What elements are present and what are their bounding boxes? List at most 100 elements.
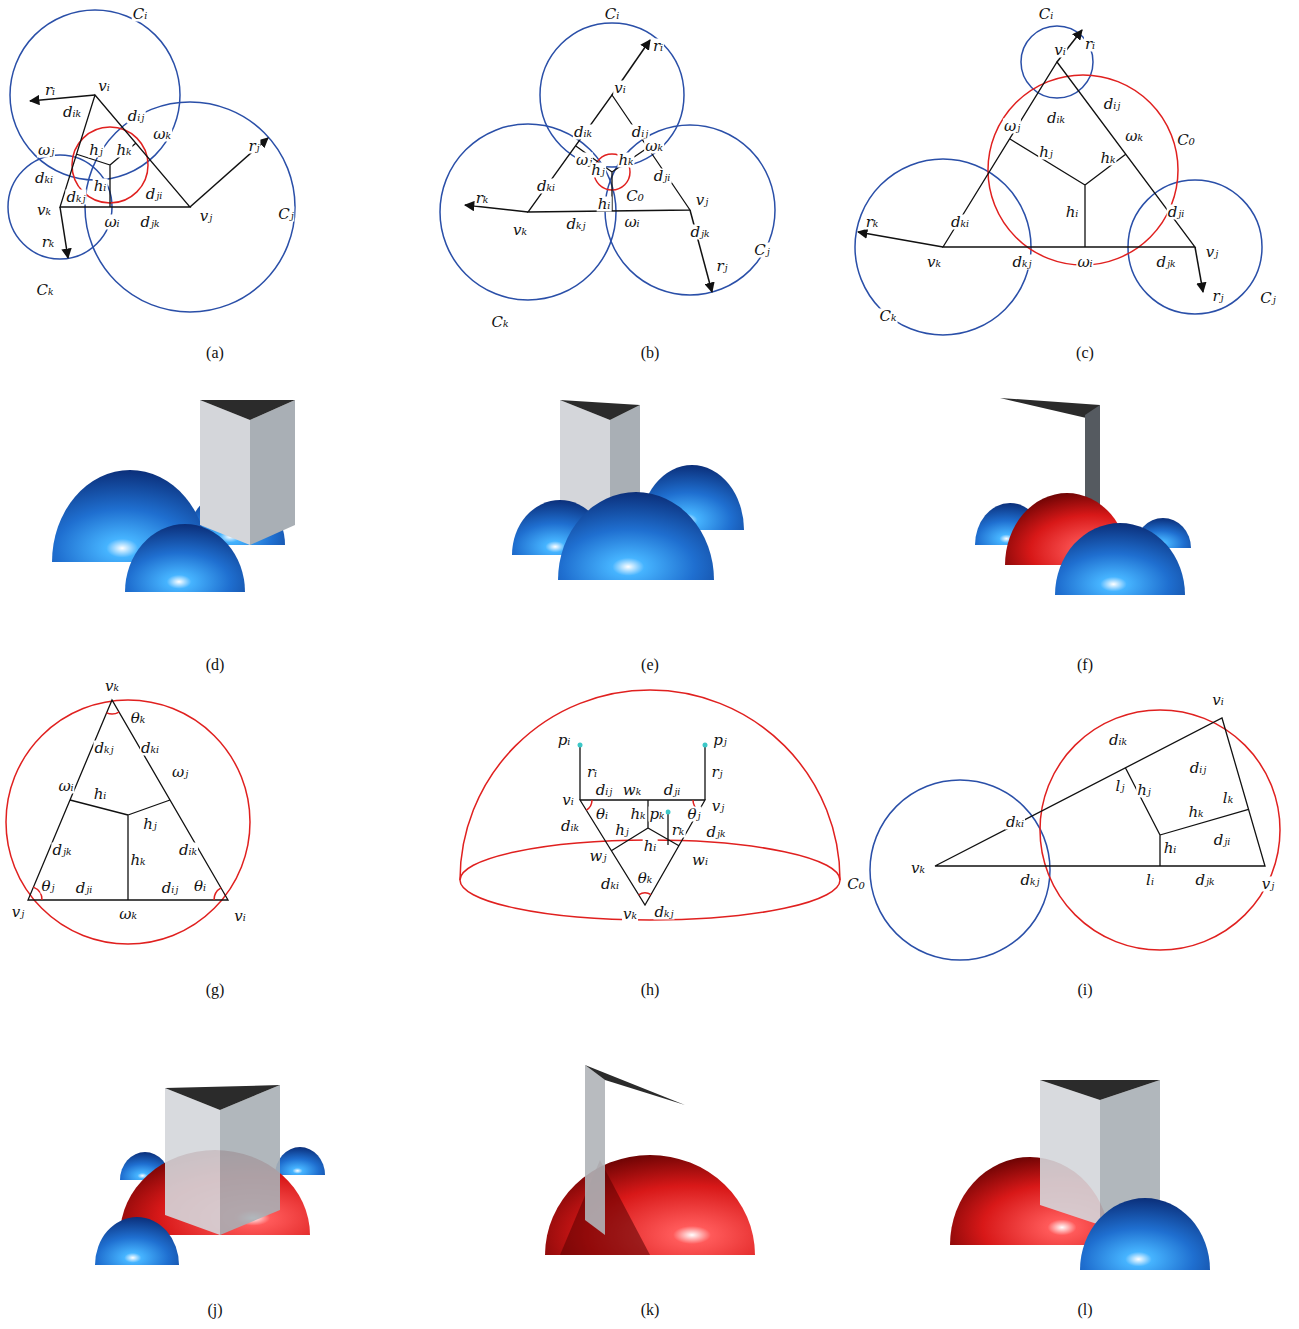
math-label: vₖ bbox=[104, 679, 120, 694]
math-label: dⱼₖ bbox=[1194, 873, 1215, 888]
math-label: rₖ bbox=[671, 823, 686, 838]
math-label: dᵢⱼ bbox=[631, 125, 650, 140]
math-label: vᵢ bbox=[561, 793, 575, 808]
math-label: dₖⱼ bbox=[1019, 873, 1040, 888]
radius-arrow bbox=[690, 210, 712, 292]
math-label: dₖᵢ bbox=[600, 877, 620, 892]
math-label: rᵢ bbox=[586, 765, 598, 780]
math-label: ωₖ bbox=[152, 127, 172, 142]
panel-g-figure bbox=[6, 700, 250, 944]
math-label: ωⱼ bbox=[37, 143, 55, 158]
panel-caption: (c) bbox=[1075, 345, 1095, 361]
prism-face bbox=[165, 1088, 220, 1235]
math-label: dₖⱼ bbox=[1011, 255, 1032, 270]
panel-caption: (b) bbox=[640, 345, 661, 361]
math-label: Cᵢ bbox=[1038, 7, 1055, 22]
prism-face bbox=[220, 1085, 280, 1235]
prism-top bbox=[165, 1085, 280, 1110]
point-dot bbox=[578, 743, 708, 815]
math-label: hₖ bbox=[1187, 805, 1204, 820]
blue-circle bbox=[8, 10, 295, 312]
math-label: hₖ bbox=[629, 807, 646, 822]
math-label: vₖ bbox=[910, 861, 926, 876]
math-label: Cᵢ bbox=[132, 7, 149, 22]
math-label: dᵢⱼ bbox=[1189, 761, 1208, 776]
math-label: wₖ bbox=[622, 783, 642, 798]
math-label: dₖᵢ bbox=[1005, 815, 1025, 830]
triangle-edge bbox=[28, 700, 228, 900]
math-label: rᵢ bbox=[652, 39, 664, 54]
panel-i-figure bbox=[870, 710, 1280, 960]
math-label: rₖ bbox=[41, 235, 56, 250]
radius-arrow bbox=[465, 40, 712, 292]
red-circle bbox=[988, 75, 1178, 265]
math-label: vⱼ bbox=[199, 209, 213, 224]
prism-top bbox=[200, 400, 295, 420]
math-label: ωᵢ bbox=[1076, 255, 1093, 270]
panel-k-render bbox=[545, 1065, 755, 1255]
math-label: hₖ bbox=[115, 143, 132, 158]
math-label: hᵢ bbox=[597, 197, 612, 212]
math-label: dⱼᵢ bbox=[1213, 833, 1232, 848]
math-label: vᵢ bbox=[233, 909, 247, 924]
prism-face bbox=[200, 400, 250, 545]
panel-caption: (l) bbox=[1076, 1302, 1093, 1318]
math-label: hₖ bbox=[129, 853, 146, 868]
math-label: Cⱼ bbox=[277, 207, 294, 222]
math-label: vⱼ bbox=[1205, 245, 1219, 260]
math-label: hₖ bbox=[617, 153, 634, 168]
math-label: ωᵢ bbox=[103, 215, 120, 230]
blue-hemisphere bbox=[558, 492, 714, 580]
red-hemisphere bbox=[545, 1155, 755, 1255]
math-label: dⱼₖ bbox=[51, 843, 72, 858]
math-label: Cᵢ bbox=[604, 7, 621, 22]
math-label: dⱼₖ bbox=[1155, 255, 1176, 270]
panel-caption: (e) bbox=[640, 657, 660, 673]
math-label: dᵢₖ bbox=[1046, 111, 1066, 126]
math-label: rⱼ bbox=[247, 139, 260, 154]
math-label: θⱼ bbox=[687, 807, 702, 822]
math-label: rᵢ bbox=[44, 83, 56, 98]
math-label: Cₖ bbox=[491, 315, 510, 330]
blue-circle bbox=[870, 780, 1050, 960]
math-label: dₖⱼ bbox=[93, 741, 114, 756]
math-label: C₀ bbox=[846, 877, 866, 892]
math-label: hᵢ bbox=[1163, 841, 1178, 856]
math-label: C₀ bbox=[625, 189, 645, 204]
triangle-edge bbox=[935, 718, 1265, 866]
blue-hemisphere bbox=[1080, 1198, 1210, 1270]
panel-caption: (g) bbox=[205, 982, 226, 998]
angle-arc bbox=[33, 712, 221, 900]
math-label: dᵢₖ bbox=[1108, 733, 1128, 748]
prism-face bbox=[1040, 1080, 1100, 1225]
math-label: vᵢ bbox=[1211, 693, 1225, 708]
math-label: Cₖ bbox=[879, 309, 898, 324]
math-label: dᵢₖ bbox=[178, 843, 198, 858]
math-label: ωⱼ bbox=[171, 765, 189, 780]
panel-caption: (j) bbox=[206, 1302, 223, 1318]
math-label: ωᵢ bbox=[57, 779, 74, 794]
math-label: ωₖ bbox=[644, 139, 664, 154]
math-label: lᵢ bbox=[1145, 873, 1155, 888]
math-label: lⱼ bbox=[1115, 779, 1126, 794]
blue-circle bbox=[855, 26, 1262, 335]
math-label: rᵢ bbox=[1084, 37, 1096, 52]
panel-caption: (h) bbox=[640, 982, 661, 998]
math-label: wᵢ bbox=[691, 853, 709, 868]
blue-hemisphere bbox=[95, 1217, 179, 1265]
angle-arc bbox=[586, 800, 699, 895]
math-label: vᵢ bbox=[1053, 43, 1067, 58]
math-label: vₖ bbox=[36, 203, 52, 218]
math-label: dᵢⱼ bbox=[127, 109, 146, 124]
math-label: pⱼ bbox=[712, 733, 728, 748]
panel-l-render bbox=[950, 1080, 1210, 1270]
panel-caption: (a) bbox=[205, 345, 225, 361]
math-label: dᵢₖ bbox=[62, 105, 82, 120]
triangle-edge bbox=[943, 62, 1195, 247]
point-dot bbox=[703, 743, 708, 748]
blue-circle bbox=[1021, 26, 1093, 98]
panel-c-figure bbox=[855, 26, 1262, 335]
blue-hemisphere bbox=[1055, 523, 1185, 595]
math-label: dⱼᵢ bbox=[75, 881, 94, 896]
